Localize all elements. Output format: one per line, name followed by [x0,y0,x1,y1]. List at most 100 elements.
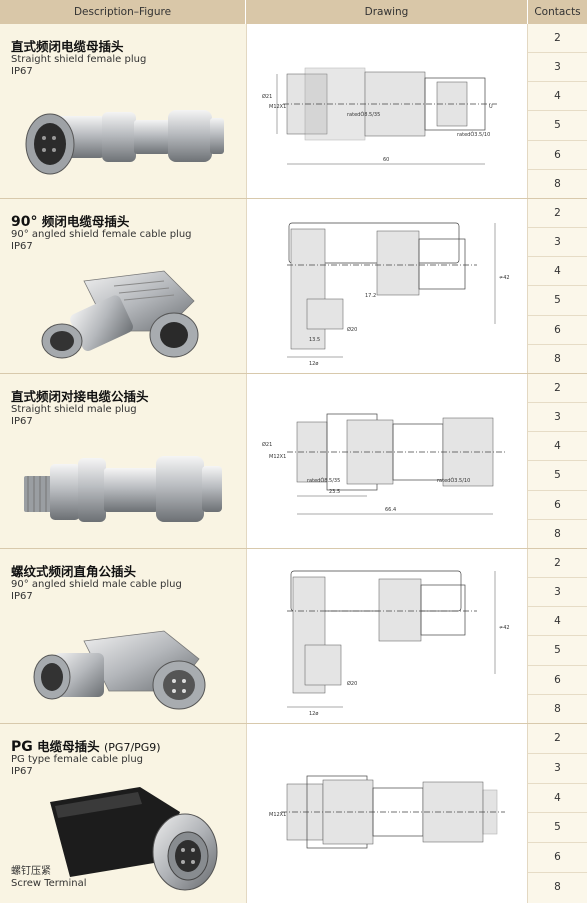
product-name-cn: PG 电缆母插头 (PG7/PG9) [11,736,161,755]
product-name-en: Straight shield male plug [11,404,137,415]
dim-length: 66.4 [385,507,396,513]
table-row: PG 电缆母插头 (PG7/PG9) PG type female cable … [0,724,587,903]
contact-count: 2 [528,199,587,229]
contact-count: 2 [528,724,587,754]
ip-rating: IP67 [11,241,33,252]
description-cell: PG 电缆母插头 (PG7/PG9) PG type female cable … [0,724,246,903]
pg-female-plug-photo [50,787,218,891]
description-cell: 螺纹式频闭直角公插头 90° angled shield male cable … [0,549,246,723]
contact-count: 4 [528,82,587,112]
contact-count: 2 [528,24,587,54]
ip-rating: IP67 [11,766,33,777]
contact-count: 8 [554,702,561,715]
table-row: 90° 频闭电缆母插头 90° angled shield female cab… [0,199,587,374]
pg-female-plug-drawing: M12X1 [269,775,505,849]
dim-diameter: Ø21 [262,93,272,100]
technical-drawing-cell: ≄42 17.2 13.5 Ø20 12ø [246,199,528,373]
product-name-cn: 90° 频闭电缆母插头 [11,211,129,230]
contact-count: 2 [528,549,587,579]
dim-thread: M12X1 [269,104,286,110]
table-row: 直式频闭对接电缆公插头 Straight shield male plug IP… [0,374,587,549]
angled-female-plug-drawing: ≄42 17.2 13.5 Ø20 12ø [287,222,510,367]
contact-count: 3 [528,754,587,784]
screw-terminal-cn: 螺钉压紧 [11,866,51,877]
contacts-cell: 2 3 4 5 6 8 [528,199,587,373]
dim-width: 12ø [309,361,318,367]
contact-count: 3 [528,403,587,433]
table-row: 螺纹式频闭直角公插头 90° angled shield male cable … [0,549,587,724]
angled-male-plug-photo [33,630,206,710]
contact-count: 6 [528,843,587,873]
dim-diameter: Ø21 [262,441,272,448]
contacts-cell: 2 3 4 5 6 8 [528,724,587,903]
dim-width: 12ø [309,711,318,717]
table-header: Description–Figure Drawing Contacts [0,0,587,24]
contact-count: 5 [528,111,587,141]
contact-count: 4 [528,257,587,287]
contacts-cell: 2 3 4 5 6 8 [528,24,587,198]
header-drawing: Drawing [246,0,528,24]
ip-rating: IP67 [11,591,33,602]
dim-17: 17.2 [365,293,376,299]
dim-rated-2: ratedÒ3.5/10 [457,131,490,138]
contact-count: 5 [528,286,587,316]
angled-male-plug-drawing: ≄42 Ø20 12ø [287,570,510,717]
dim-length: 60 [383,157,389,163]
contact-count: 5 [528,813,587,844]
technical-drawing-cell: 60 M12X1 Ø21 ratedÒ8.5/35 ratedÒ3.5/10 Ù [246,24,528,198]
contact-count: 8 [554,177,561,190]
dim-rated-2: ratedÒ3.5/10 [437,477,470,484]
contact-count: 8 [554,880,561,893]
description-cell: 直式频闭电缆母插头 Straight shield female plug IP… [0,24,246,198]
contact-count: 3 [528,53,587,83]
pg-label: PG [11,739,33,755]
contacts-cell: 2 3 4 5 6 8 [528,374,587,548]
product-name-cn: 螺纹式频闭直角公插头 [11,564,137,579]
dim-rated-1: ratedÒ8.5/35 [347,111,380,118]
dim-diameter: Ø20 [347,326,357,333]
dim-rated-1: ratedÒ8.5/35 [307,477,340,484]
pg-variants: (PG7/PG9) [104,741,161,754]
contact-count: 6 [528,491,587,520]
dim-height: ≄42 [499,275,510,281]
contact-count: 2 [528,374,587,404]
straight-male-plug-photo [24,456,222,522]
contact-count: 6 [528,141,587,170]
dim-diameter: Ø20 [347,680,357,687]
ip-rating: IP67 [11,66,33,77]
product-name-cn: 直式频闭电缆母插头 [11,39,124,54]
contact-count: 4 [528,607,587,637]
contact-count: 3 [528,228,587,258]
screw-terminal-en: Screw Terminal [11,878,87,889]
header-contacts: Contacts [534,6,581,18]
technical-drawing-cell: 66.4 23.5 M12X1 Ø21 ratedÒ8.5/35 ratedÒ3… [246,374,528,548]
contact-count: 4 [528,784,587,814]
contacts-cell: 2 3 4 5 6 8 [528,549,587,723]
angle-label: 90° [11,214,38,230]
dim-23: 23.5 [329,489,340,495]
straight-male-plug-drawing: 66.4 23.5 M12X1 Ø21 ratedÒ8.5/35 ratedÒ3… [262,413,505,515]
dim-13: 13.5 [309,337,320,343]
product-name-cn-text: 电缆母插头 [37,739,100,754]
product-name-en: 90° angled shield male cable plug [11,579,182,590]
dim-height: ≄42 [499,625,510,631]
contact-count: 5 [528,461,587,491]
straight-female-plug-drawing: 60 M12X1 Ø21 ratedÒ8.5/35 ratedÒ3.5/10 Ù [262,67,497,165]
dim-thread: M12X1 [269,454,286,460]
header-description: Description–Figure [0,0,246,24]
contact-count: 6 [528,666,587,695]
contact-count: 4 [528,432,587,462]
product-name-en: Straight shield female plug [11,54,147,65]
contact-count: 5 [528,636,587,666]
product-name-cn: 直式频闭对接电缆公插头 [11,389,149,404]
angled-female-plug-photo [41,270,199,359]
contact-count: 8 [554,527,561,540]
dim-thread: M12X1 [269,812,286,818]
ip-rating: IP67 [11,416,33,427]
description-cell: 直式频闭对接电缆公插头 Straight shield male plug IP… [0,374,246,548]
straight-female-plug-photo [25,110,224,175]
contact-count: 6 [528,316,587,345]
technical-drawing-cell: ≄42 Ø20 12ø [246,549,528,723]
product-name-cn-text: 频闭电缆母插头 [41,214,130,229]
